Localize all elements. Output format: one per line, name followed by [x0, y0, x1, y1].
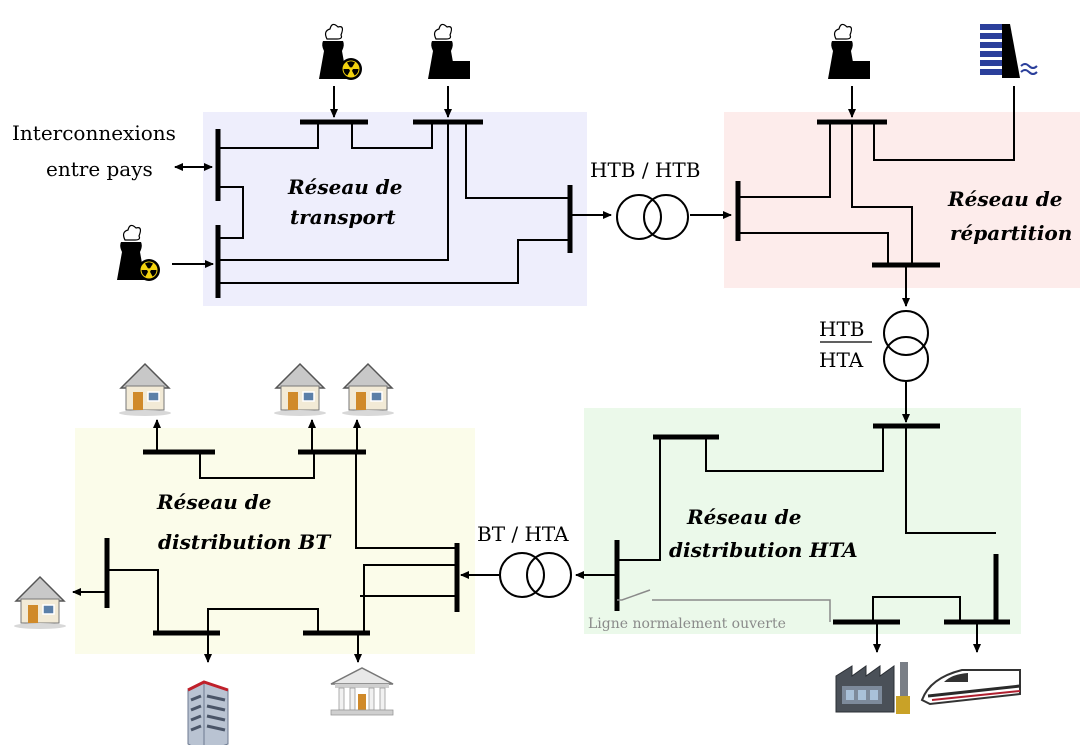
interconnexion-label-2: entre pays: [46, 157, 153, 181]
normally-open-label: Ligne normalement ouverte: [588, 616, 786, 632]
train-icon: [920, 669, 1021, 706]
public-building-icon: [330, 667, 394, 716]
nuclear-plant-icon-2: [116, 224, 161, 282]
bt-hta-label: BT / HTA: [477, 522, 569, 546]
htb-htb-label: HTB / HTB: [590, 158, 700, 182]
house-icon-2: [273, 363, 327, 417]
interconnexion-label-1: Interconnexions: [12, 121, 176, 145]
nuclear-plant-icon: [318, 23, 363, 81]
normally-open-line: [617, 589, 651, 601]
zone-repartition: [724, 112, 1080, 288]
zone-repartition-title-1: Réseau de: [947, 187, 1063, 211]
hydro-dam-icon: [980, 24, 1038, 78]
zone-hta-title-2: distribution HTA: [669, 538, 858, 562]
factory-icon: [835, 662, 910, 714]
transformer-htb-htb: [570, 194, 732, 240]
transformer-htb-hta: [820, 265, 929, 423]
hta-label: HTA: [819, 348, 864, 372]
zone-repartition-title-2: répartition: [950, 221, 1072, 245]
zone-transport-title-1: Réseau de: [287, 175, 403, 199]
zone-transport-title-2: transport: [290, 205, 396, 229]
zone-transport: [203, 112, 587, 306]
thermal-plant-icon: [427, 23, 471, 80]
house-icon-1: [118, 363, 172, 417]
house-icon-3: [341, 363, 395, 417]
building-icon: [187, 680, 229, 745]
transport-network: [172, 86, 573, 298]
transformer-bt-hta: [460, 552, 617, 598]
htb-label: HTB: [819, 317, 864, 341]
thermal-plant-icon-2: [827, 23, 871, 80]
bt-distribution-network: [72, 419, 460, 663]
house-icon-4: [13, 576, 67, 630]
zone-hta-title-1: Réseau de: [686, 505, 802, 529]
zone-bt-title-1: Réseau de: [156, 490, 272, 514]
zone-bt-title-2: distribution BT: [158, 530, 332, 554]
zone-distribution-bt: [75, 428, 475, 654]
hta-distribution-network: [614, 423, 1010, 653]
